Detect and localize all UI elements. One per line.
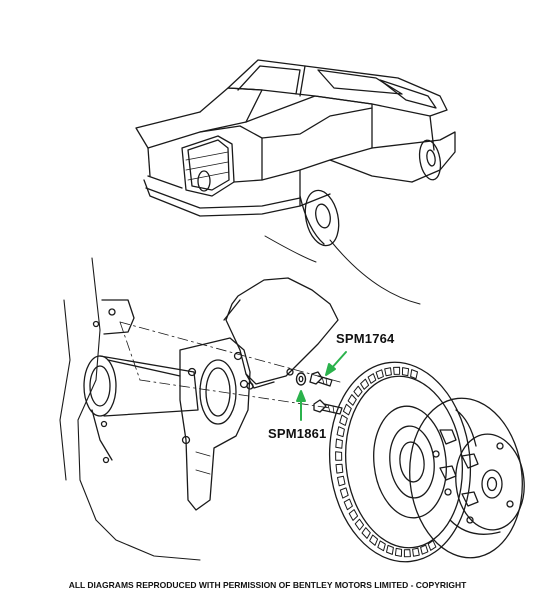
stub-axle — [83, 355, 199, 461]
disc-vent-slot — [335, 438, 343, 449]
copyright-footer: ALL DIAGRAMS REPRODUCED WITH PERMISSION … — [68, 580, 467, 590]
disc-vent-slot — [420, 544, 429, 555]
wheel-hub — [409, 397, 525, 559]
disc-vent-slot — [343, 498, 353, 511]
disc-vent-slot — [339, 487, 349, 499]
disc-vent-slot — [386, 544, 394, 555]
disc-vent-slot — [339, 414, 348, 426]
disc-vent-slot — [401, 367, 410, 377]
fixing-bolt-and-washer — [295, 371, 333, 387]
part-number-label-upper: SPM1764 — [336, 331, 395, 346]
disc-vent-slot — [412, 547, 420, 557]
disc-vent-slot — [410, 369, 418, 380]
disc-vent-slot — [336, 426, 345, 438]
disc-vent-slot — [348, 509, 359, 521]
disc-vent-slot — [335, 463, 344, 474]
wheel-arch-outline — [59, 257, 341, 561]
disc-vent-slot — [403, 549, 411, 558]
disc-vent-slot — [361, 527, 371, 539]
disc-vent-slot — [427, 540, 437, 551]
disc-vent-slot — [393, 366, 401, 375]
disc-vent-slot — [353, 385, 363, 398]
caliper-bolt — [313, 399, 343, 415]
callout-arrow-lower — [296, 390, 306, 421]
brake-caliper-bracket — [179, 337, 251, 511]
brake-splash-shield — [223, 277, 339, 390]
disc-vent-slot — [384, 367, 392, 377]
disc-vent-slot — [377, 540, 386, 552]
disc-vent-slot — [335, 451, 343, 461]
disc-vent-slot — [337, 475, 346, 487]
disc-vent-slot — [375, 369, 384, 380]
part-number-label-lower: SPM1861 — [268, 426, 327, 441]
disc-vent-slot — [354, 518, 365, 531]
disc-vent-slot — [367, 373, 377, 384]
disc-vent-slot — [360, 378, 370, 390]
disc-vent-slot — [342, 403, 352, 416]
disc-vent-slot — [347, 394, 357, 406]
disc-vent-slot — [369, 534, 379, 546]
car-illustration — [135, 59, 456, 305]
brake-disc — [328, 361, 472, 563]
callout-arrow-upper — [325, 351, 347, 376]
disc-vent-slot — [394, 547, 403, 557]
